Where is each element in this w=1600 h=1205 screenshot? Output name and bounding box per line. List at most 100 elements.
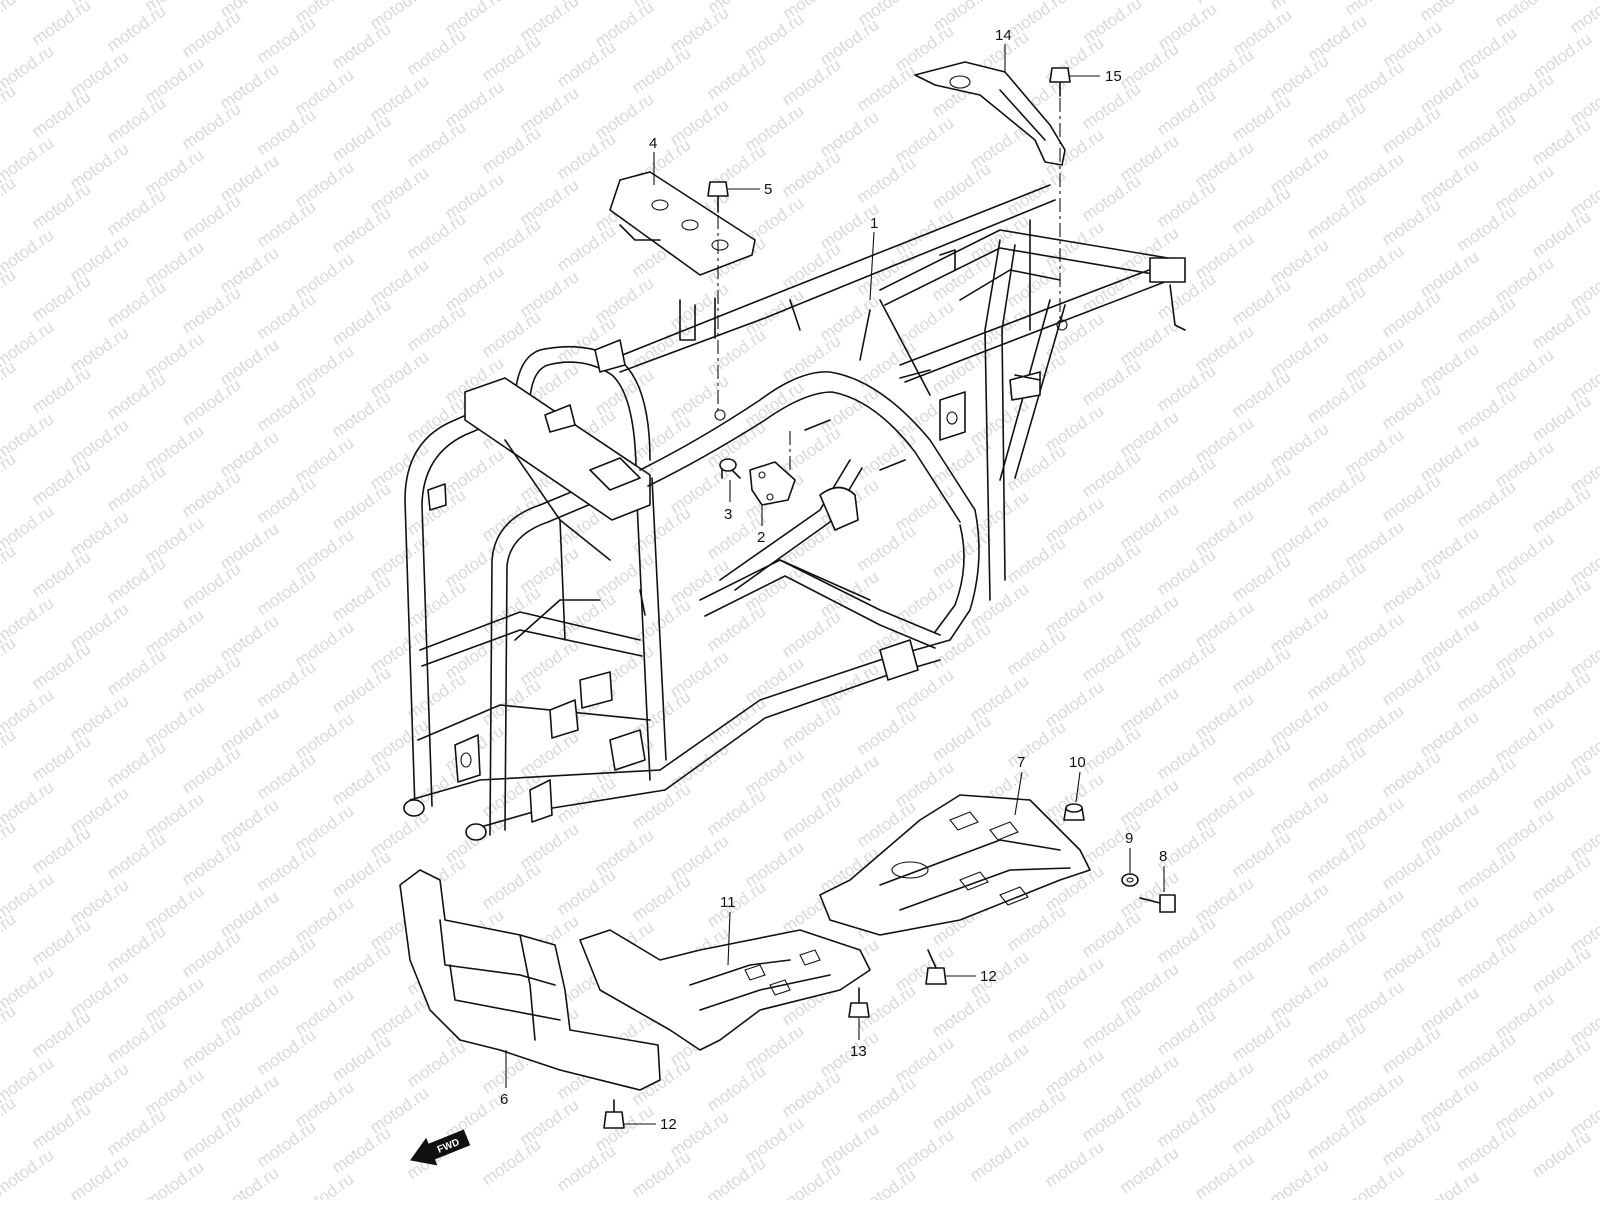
bolt-part-13: [848, 987, 870, 1018]
watermark-text: motod.ru: [1228, 551, 1294, 605]
watermark-text: motod.ru: [1378, 747, 1444, 801]
watermark-text: motod.ru: [1453, 1121, 1519, 1175]
watermark-text: motod.ru: [1228, 183, 1294, 237]
watermark-text: motod.ru: [328, 111, 394, 165]
watermark-text: motod.ru: [253, 13, 319, 67]
watermark-text: motod.ru: [141, 1157, 207, 1200]
watermark-text: motod.ru: [478, 675, 544, 729]
watermark-text: motod.ru: [1453, 201, 1519, 255]
watermark-text: motod.ru: [1528, 1127, 1594, 1181]
watermark-text: motod.ru: [703, 1153, 769, 1200]
watermark-text: motod.ru: [403, 1037, 469, 1091]
watermark-text: motod.ru: [853, 429, 919, 483]
watermark-text: motod.ru: [28, 271, 94, 325]
watermark-text: motod.ru: [1453, 569, 1519, 623]
watermark-text: motod.ru: [1078, 447, 1144, 501]
watermark-text: motod.ru: [478, 859, 544, 913]
watermark-text: motod.ru: [1378, 655, 1444, 709]
watermark-text: motod.ru: [778, 55, 844, 109]
watermark-text: motod.ru: [1228, 1011, 1294, 1065]
watermark-text: motod.ru: [1378, 103, 1444, 157]
bolt-part-3: [719, 458, 741, 479]
watermark-text: motod.ru: [1528, 1035, 1594, 1089]
watermark-text: motod.ru: [1303, 97, 1369, 151]
watermark-text: motod.ru: [28, 639, 94, 693]
watermark-text: motod.ru: [1153, 637, 1219, 691]
watermark-text: motod.ru: [1378, 379, 1444, 433]
watermark-text: motod.ru: [1303, 1017, 1369, 1071]
watermark-text: motod.ru: [328, 295, 394, 349]
callout-8: 8: [1159, 848, 1167, 865]
watermark-text: motod.ru: [0, 541, 19, 595]
watermark-text: motod.ru: [28, 1007, 94, 1061]
watermark-text: motod.ru: [103, 185, 169, 239]
watermark-text: motod.ru: [1453, 1029, 1519, 1083]
watermark-text: motod.ru: [178, 651, 244, 705]
watermark-text: motod.ru: [103, 829, 169, 883]
watermark-text: motod.ru: [178, 559, 244, 613]
watermark-text: motod.ru: [1378, 563, 1444, 617]
watermark-text: motod.ru: [28, 455, 94, 509]
watermark-text: motod.ru: [853, 705, 919, 759]
bolt-part-8: [1139, 894, 1176, 913]
watermark-text: motod.ru: [403, 577, 469, 631]
watermark-text: motod.ru: [328, 387, 394, 441]
watermark-text: motod.ru: [853, 245, 919, 299]
watermark-text: motod.ru: [0, 1001, 19, 1055]
watermark-text: motod.ru: [553, 865, 619, 919]
watermark-text: motod.ru: [1453, 385, 1519, 439]
watermark-text: motod.ru: [1003, 625, 1069, 679]
watermark-text: motod.ru: [1528, 391, 1594, 445]
watermark-text: motod.ru: [1303, 281, 1369, 335]
watermark-text: motod.ru: [103, 461, 169, 515]
watermark-text: motod.ru: [253, 197, 319, 251]
watermark-text: motod.ru: [1303, 925, 1369, 979]
watermark-text: motod.ru: [1003, 1085, 1069, 1139]
watermark-text: motod.ru: [478, 1135, 544, 1189]
watermark-text: motod.ru: [1153, 1097, 1219, 1151]
watermark-text: motod.ru: [328, 755, 394, 809]
watermark-text: motod.ru: [1228, 643, 1294, 697]
callout-3: 3: [724, 506, 732, 523]
watermark-text: motod.ru: [778, 791, 844, 845]
watermark-text: motod.ru: [0, 0, 19, 43]
watermark-text: motod.ru: [28, 179, 94, 233]
watermark-text: motod.ru: [928, 159, 994, 213]
watermark-text: motod.ru: [328, 1031, 394, 1085]
watermark-text: motod.ru: [216, 1163, 282, 1200]
watermark-text: motod.ru: [1378, 931, 1444, 985]
watermark-text: motod.ru: [328, 663, 394, 717]
watermark-text: motod.ru: [1341, 1161, 1407, 1200]
watermark-text: motod.ru: [1378, 1023, 1444, 1077]
watermark-text: motod.ru: [328, 571, 394, 625]
watermark-text: motod.ru: [0, 633, 19, 687]
callout-12-lower: 12: [660, 1116, 677, 1133]
watermark-text: motod.ru: [28, 915, 94, 969]
watermark-text: motod.ru: [778, 239, 844, 293]
watermark-text: motod.ru: [103, 369, 169, 423]
callout-10: 10: [1069, 754, 1086, 771]
watermark-text: motod.ru: [1078, 999, 1144, 1053]
watermark-text: motod.ru: [253, 1117, 319, 1171]
watermark-text: motod.ru: [178, 1111, 244, 1165]
watermark-text: motod.ru: [1153, 453, 1219, 507]
watermark-text: motod.ru: [1453, 753, 1519, 807]
watermark-text: motod.ru: [253, 749, 319, 803]
watermark-text: motod.ru: [1153, 85, 1219, 139]
watermark-text: motod.ru: [628, 1147, 694, 1200]
leader-lines: [505, 44, 1165, 1125]
watermark-text: motod.ru: [328, 479, 394, 533]
watermark-text: motod.ru: [553, 37, 619, 91]
watermark-text: motod.ru: [1378, 839, 1444, 893]
watermark-text: motod.ru: [1528, 759, 1594, 813]
watermark-text: motod.ru: [28, 363, 94, 417]
watermark-text: motod.ru: [778, 1067, 844, 1121]
watermark-text: motod.ru: [778, 331, 844, 385]
watermark-text: motod.ru: [1378, 287, 1444, 341]
watermark-text: motod.ru: [853, 1073, 919, 1127]
watermark-text: motod.ru: [103, 93, 169, 147]
watermark-text: motod.ru: [1453, 661, 1519, 715]
watermark-text: motod.ru: [1453, 293, 1519, 347]
watermark-text: motod.ru: [1228, 367, 1294, 421]
watermark-text: motod.ru: [28, 0, 94, 49]
